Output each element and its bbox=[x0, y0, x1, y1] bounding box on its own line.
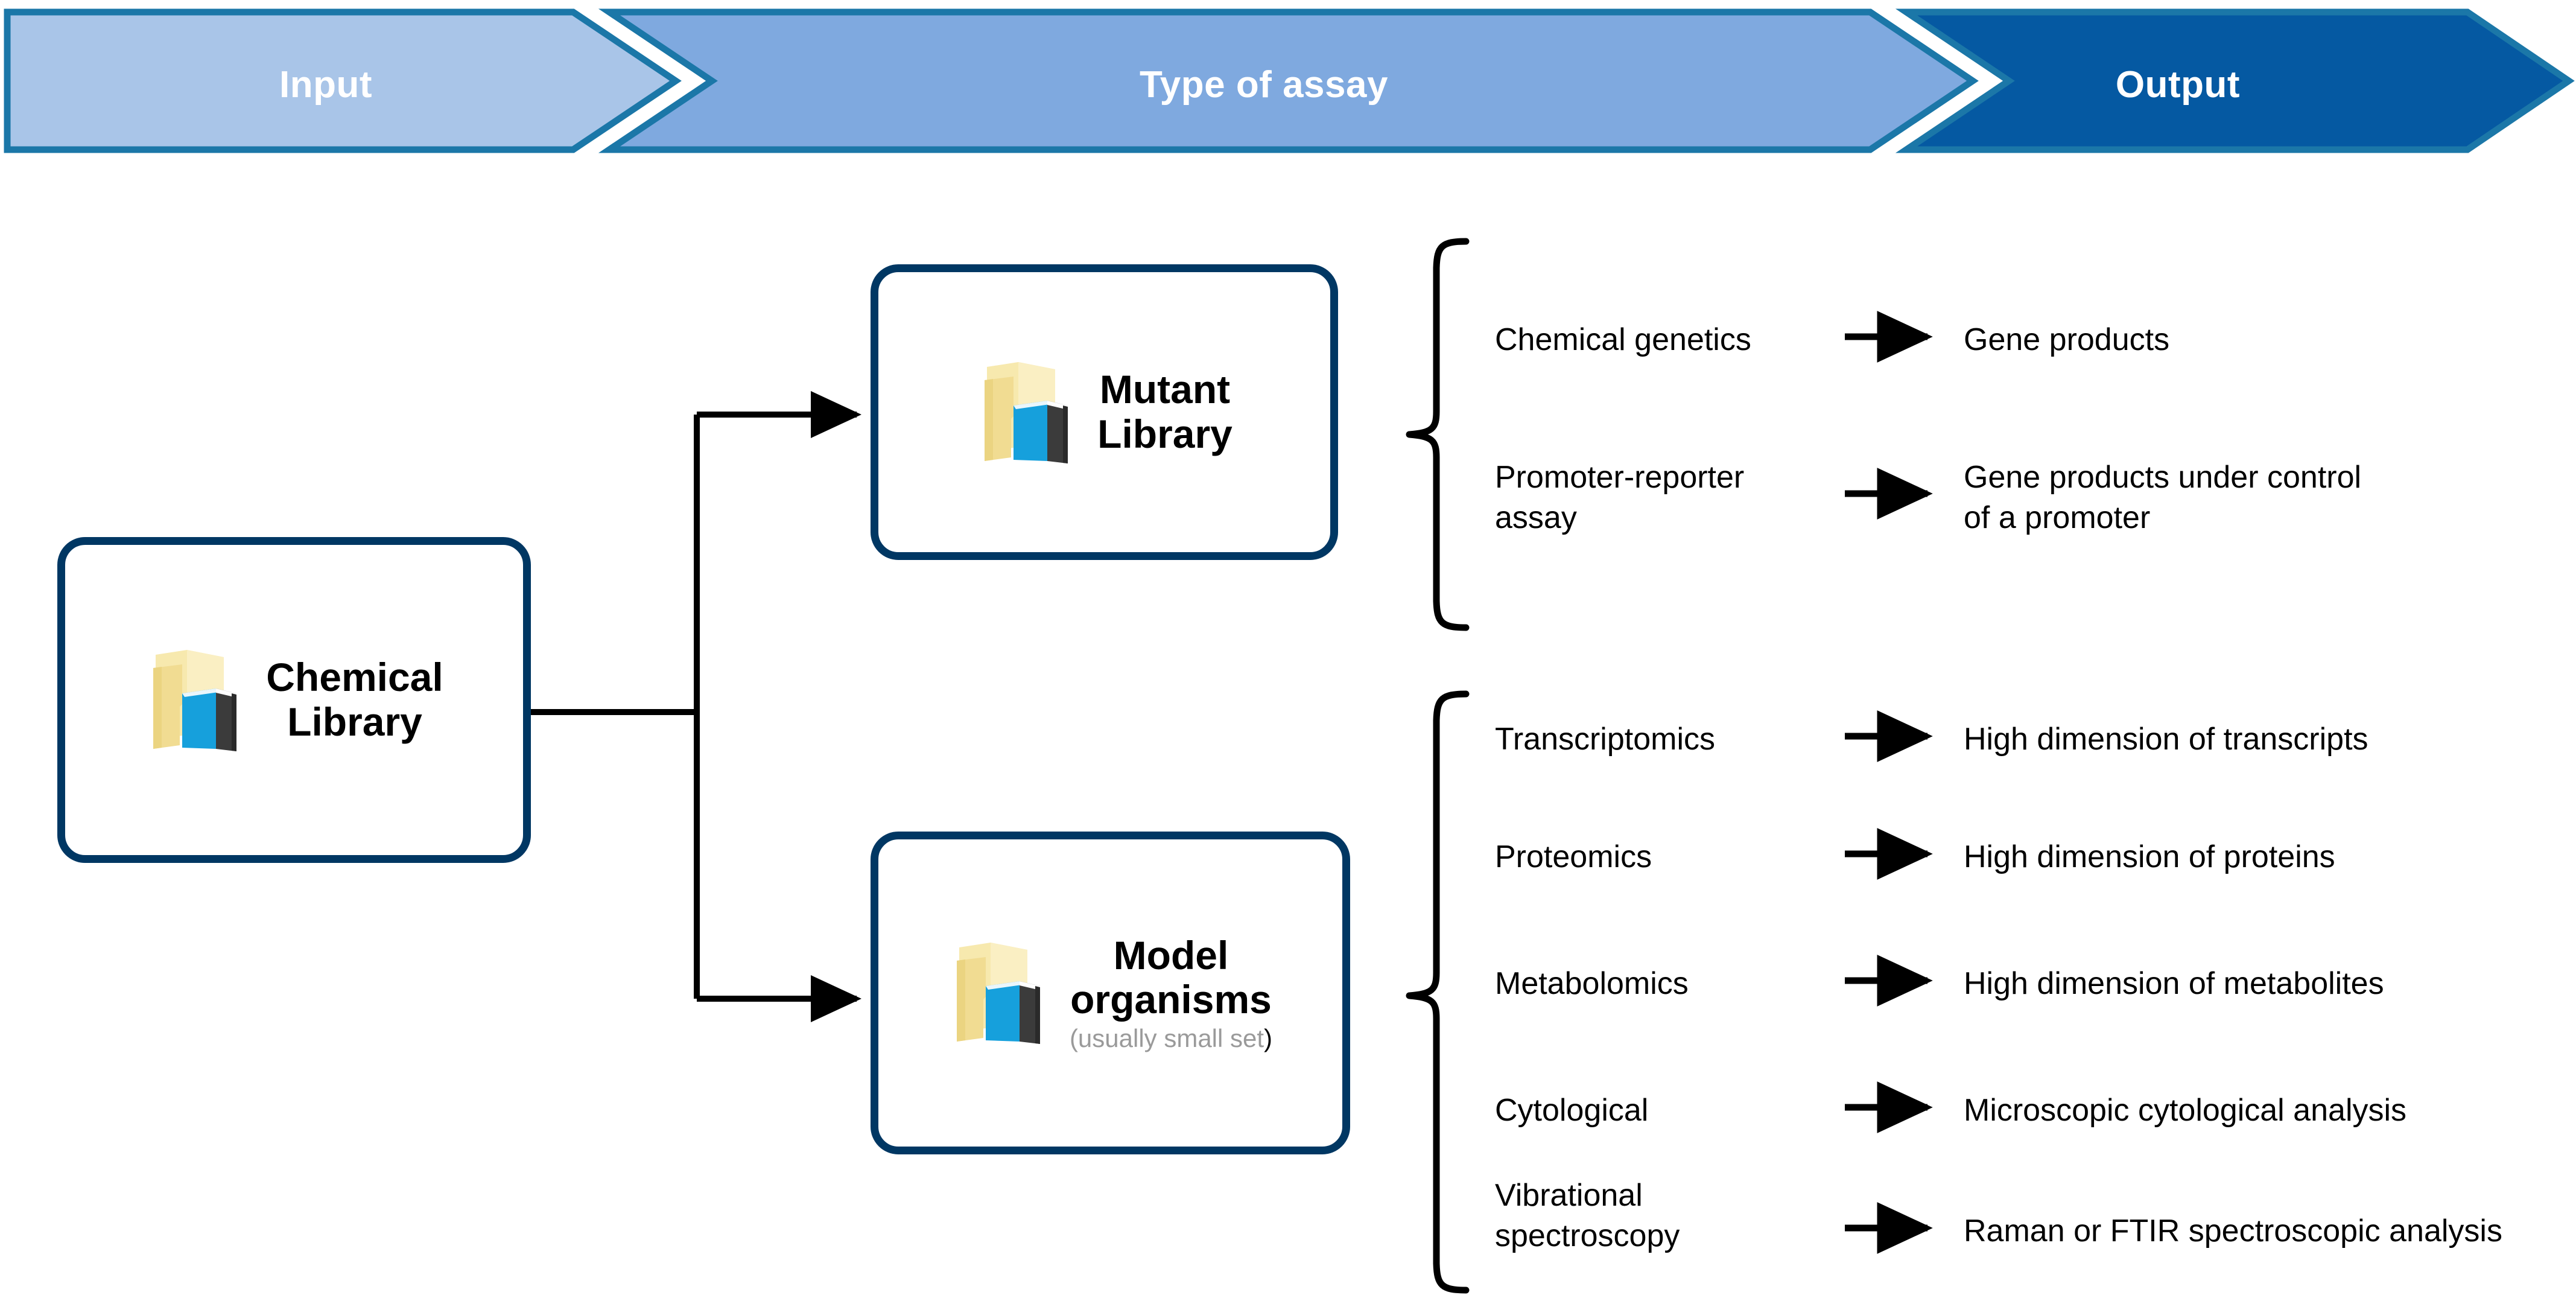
banner-label-input: Input bbox=[279, 64, 372, 106]
assay-label-vibrational: Vibrational spectroscopy bbox=[1495, 1178, 1680, 1253]
output-label-cytological: Microscopic cytological analysis bbox=[1964, 1093, 2407, 1128]
output-label-transcripts: High dimension of transcripts bbox=[1964, 722, 2368, 757]
node-model-organisms-title: Model organisms bbox=[1070, 932, 1272, 1022]
node-mutant-library-title: Mutant Library bbox=[1097, 367, 1232, 456]
banner-label-output: Output bbox=[2115, 64, 2241, 106]
process-banner: Input Type of assay Output bbox=[0, 0, 2576, 162]
connector-chemical-to-assays bbox=[531, 391, 862, 1022]
output-label-gene-products-promoter: Gene products under control of a promote… bbox=[1964, 460, 2362, 535]
node-mutant-library[interactable]: Mutant Library bbox=[871, 264, 1338, 560]
row-arrows bbox=[1845, 311, 1933, 1254]
subtitle-gray-text: (usually small set bbox=[1069, 1024, 1264, 1053]
node-model-organisms-subtitle: (usually small set) bbox=[1070, 1025, 1272, 1052]
banner-chevron-assay bbox=[598, 8, 1979, 153]
assay-label-cytological: Cytological bbox=[1495, 1093, 1649, 1128]
assay-label-metabolomics: Metabolomics bbox=[1495, 966, 1689, 1001]
node-mutant-library-text: Mutant Library bbox=[1097, 367, 1232, 457]
brace-mutant-group bbox=[1406, 238, 1470, 631]
node-model-organisms-text: Model organisms (usually small set) bbox=[1070, 932, 1272, 1053]
subtitle-close-paren: ) bbox=[1264, 1024, 1273, 1053]
assay-label-promoter-reporter: Promoter-reporter assay bbox=[1495, 460, 1745, 535]
folder-books-icon bbox=[948, 934, 1054, 1052]
node-chemical-library[interactable]: Chemical Library bbox=[57, 537, 531, 863]
node-chemical-library-title: Chemical Library bbox=[266, 655, 443, 744]
node-model-organisms[interactable]: Model organisms (usually small set) bbox=[871, 832, 1350, 1154]
banner-chevron-output bbox=[1895, 8, 2575, 153]
folder-books-icon bbox=[976, 354, 1082, 471]
output-label-proteins: High dimension of proteins bbox=[1964, 839, 2335, 874]
assay-label-chemical-genetics: Chemical genetics bbox=[1495, 322, 1751, 357]
banner-label-assay: Type of assay bbox=[1140, 64, 1388, 106]
brace-model-group bbox=[1406, 690, 1470, 1294]
folder-books-icon bbox=[145, 641, 250, 759]
assay-label-proteomics: Proteomics bbox=[1495, 839, 1652, 874]
node-chemical-library-text: Chemical Library bbox=[266, 655, 443, 745]
output-label-metabolites: High dimension of metabolites bbox=[1964, 966, 2384, 1001]
banner-chevron-input bbox=[4, 8, 682, 153]
assay-label-transcriptomics: Transcriptomics bbox=[1495, 722, 1716, 757]
output-label-gene-products: Gene products bbox=[1964, 322, 2170, 357]
output-label-raman-ftir: Raman or FTIR spectroscopic analysis bbox=[1964, 1214, 2502, 1249]
